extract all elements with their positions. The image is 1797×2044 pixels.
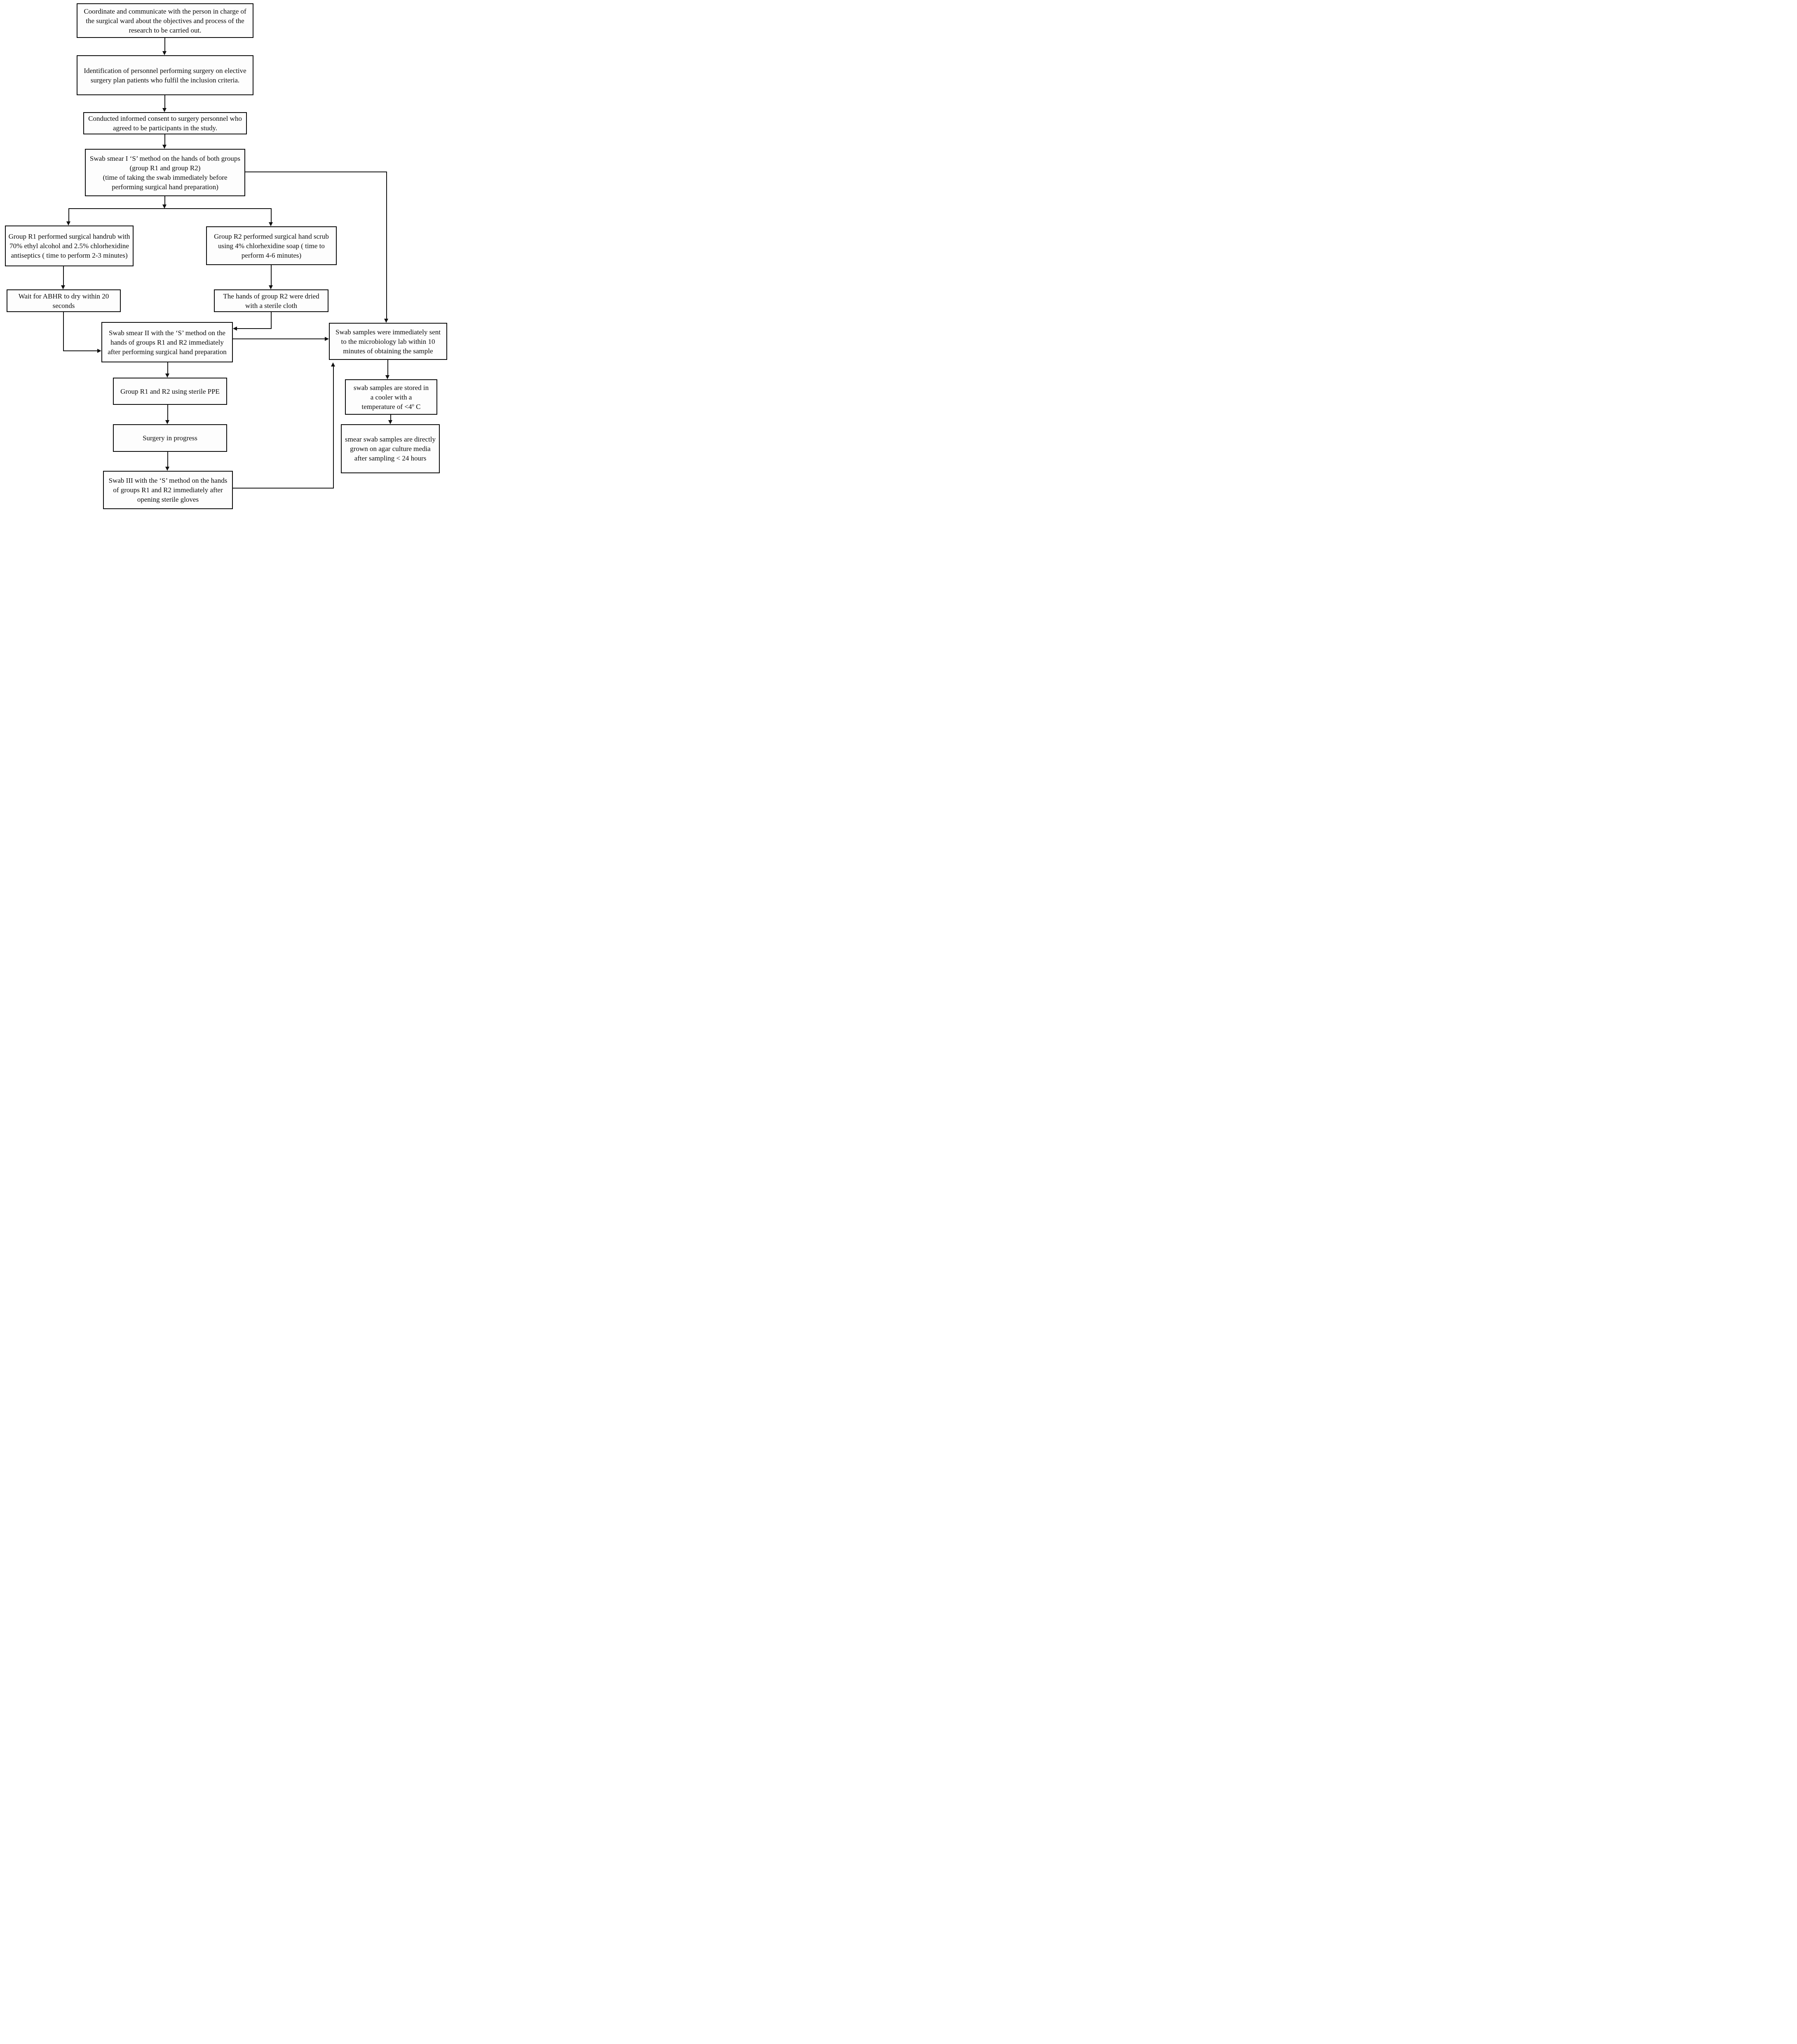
degree-symbol: o bbox=[412, 402, 414, 407]
node-wait-abhr-dry-text: Wait for ABHR to dry within 20 seconds bbox=[18, 292, 109, 310]
connector-identification-consent bbox=[164, 95, 165, 108]
node-surgery-in-progress-text: Surgery in progress bbox=[143, 434, 197, 442]
connector-split-group-r1 bbox=[68, 208, 69, 222]
arrowhead-wait-swab2 bbox=[97, 349, 101, 353]
arrowhead-dried-swab2 bbox=[233, 327, 237, 331]
node-samples-stored-cooler-line2: a cooler with a bbox=[370, 393, 412, 401]
node-samples-stored-cooler: swab samples are stored in a cooler with… bbox=[345, 379, 437, 415]
arrowhead-swab1-split bbox=[162, 204, 167, 209]
connector-dried-swab2-vertical bbox=[271, 312, 272, 329]
arrowhead-surgery-swab3 bbox=[165, 467, 169, 471]
arrowhead-samples-sent-stored bbox=[385, 375, 389, 379]
node-samples-stored-cooler-line1: swab samples are stored in bbox=[353, 383, 429, 392]
connector-coordinate-identification bbox=[164, 38, 165, 52]
node-surgery-in-progress: Surgery in progress bbox=[113, 424, 227, 452]
arrowhead-identification-consent bbox=[162, 108, 167, 112]
flowchart-canvas: Coordinate and communicate with the pers… bbox=[0, 0, 449, 511]
connector-wait-swab2-horizontal bbox=[63, 350, 98, 351]
connector-samples-sent-stored bbox=[387, 360, 388, 376]
node-wait-abhr-dry: Wait for ABHR to dry within 20 seconds bbox=[7, 289, 121, 312]
connector-wait-swab2-vertical bbox=[63, 312, 64, 351]
arrowhead-stored-agar bbox=[388, 420, 392, 424]
node-identification-personnel-text: Identification of personnel performing s… bbox=[84, 66, 246, 84]
node-samples-sent-microbiology-lab-text: Swab samples were immediately sent to th… bbox=[335, 328, 441, 355]
node-sterile-ppe-text: Group R1 and R2 using sterile PPE bbox=[120, 387, 220, 395]
node-swab-3-text: Swab III with the ‘S’ method on the hand… bbox=[108, 477, 228, 503]
node-swab-smear-2: Swab smear II with the ‘S’ method on the… bbox=[101, 322, 233, 362]
connector-swab2-samples-sent bbox=[233, 338, 325, 339]
node-identification-personnel: Identification of personnel performing s… bbox=[77, 55, 253, 95]
arrowhead-split-group-r1 bbox=[66, 221, 70, 226]
temperature-suffix: C bbox=[414, 402, 421, 411]
arrowhead-split-group-r2 bbox=[269, 222, 273, 226]
connector-swab2-ppe bbox=[167, 362, 168, 374]
connector-ppe-surgery bbox=[167, 405, 168, 421]
node-swab-smear-1-line1: Swab smear I ‘S’ method on the hands of … bbox=[89, 154, 241, 172]
connector-swab3-return-vertical bbox=[333, 367, 334, 489]
arrowhead-swab3-samples-sent bbox=[331, 362, 335, 367]
connector-dried-swab2-horizontal bbox=[237, 328, 272, 329]
connector-stored-agar bbox=[390, 415, 391, 421]
connector-group-r1-wait bbox=[63, 266, 64, 286]
arrowhead-group-r1-wait bbox=[61, 285, 65, 289]
connector-split-group-r2 bbox=[271, 208, 272, 223]
node-samples-sent-microbiology-lab: Swab samples were immediately sent to th… bbox=[329, 323, 447, 360]
node-group-r2-handscrub-text: Group R2 performed surgical hand scrub u… bbox=[214, 232, 329, 259]
connector-swab3-return-horizontal bbox=[233, 488, 334, 489]
node-samples-stored-cooler-line3: temperature of <4o C bbox=[361, 402, 420, 411]
arrowhead-ppe-surgery bbox=[165, 420, 169, 424]
node-hands-dried-sterile-cloth-text: The hands of group R2 were dried with a … bbox=[223, 292, 319, 310]
connector-consent-swab1 bbox=[164, 134, 165, 145]
node-agar-culture: smear swab samples are directly grown on… bbox=[341, 424, 440, 473]
arrowhead-swab2-ppe bbox=[165, 374, 169, 378]
arrowhead-coordinate-identification bbox=[162, 51, 167, 55]
node-informed-consent-text: Conducted informed consent to surgery pe… bbox=[88, 115, 242, 132]
connector-split-bar bbox=[68, 208, 272, 209]
node-group-r2-handscrub: Group R2 performed surgical hand scrub u… bbox=[206, 226, 337, 265]
node-coordinate-communicate-text: Coordinate and communicate with the pers… bbox=[84, 7, 246, 34]
arrowhead-swab2-samples-sent bbox=[325, 337, 329, 341]
node-hands-dried-sterile-cloth: The hands of group R2 were dried with a … bbox=[214, 289, 328, 312]
connector-group-r2-dried bbox=[271, 265, 272, 286]
node-swab-smear-1-line2: (time of taking the swab immediately bef… bbox=[103, 173, 228, 191]
connector-surgery-swab3 bbox=[167, 452, 168, 467]
node-swab-smear-1: Swab smear I ‘S’ method on the hands of … bbox=[85, 149, 245, 196]
node-swab-3: Swab III with the ‘S’ method on the hand… bbox=[103, 471, 233, 509]
arrowhead-group-r2-dried bbox=[269, 285, 273, 289]
arrowhead-rail-samples-sent bbox=[384, 319, 388, 323]
connector-swab1-rail-vertical bbox=[386, 172, 387, 319]
temperature-prefix: temperature of <4 bbox=[361, 402, 412, 411]
connector-swab1-split bbox=[164, 196, 165, 205]
node-sterile-ppe: Group R1 and R2 using sterile PPE bbox=[113, 378, 227, 405]
node-group-r1-handrub: Group R1 performed surgical handrub with… bbox=[5, 226, 134, 266]
node-coordinate-communicate: Coordinate and communicate with the pers… bbox=[77, 3, 253, 38]
node-swab-smear-2-text: Swab smear II with the ‘S’ method on the… bbox=[108, 329, 227, 356]
node-informed-consent: Conducted informed consent to surgery pe… bbox=[83, 112, 247, 134]
node-agar-culture-text: smear swab samples are directly grown on… bbox=[345, 435, 436, 462]
arrowhead-consent-swab1 bbox=[162, 145, 167, 149]
node-group-r1-handrub-text: Group R1 performed surgical handrub with… bbox=[8, 233, 130, 259]
